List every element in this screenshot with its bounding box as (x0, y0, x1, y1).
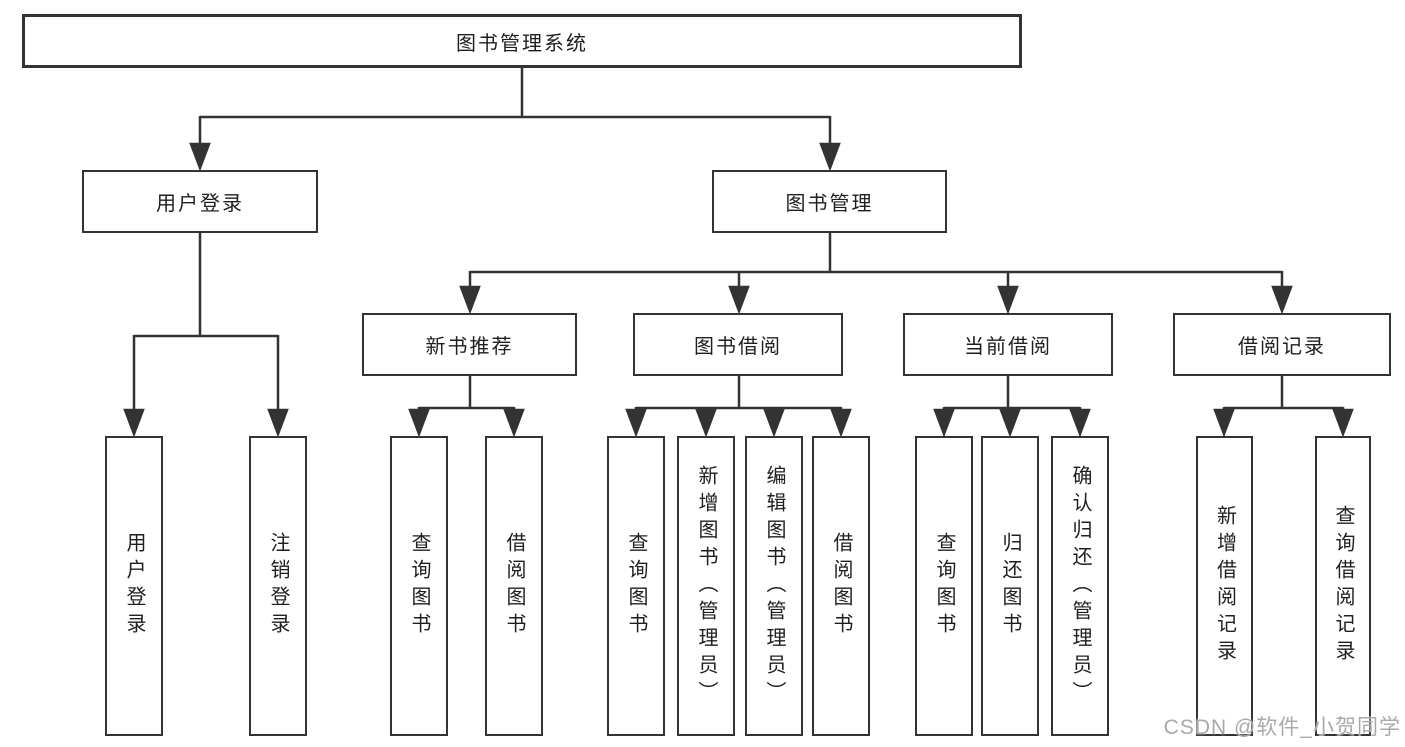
node-label: 借阅记录 (1238, 336, 1326, 358)
leaf-label: 查询图书 (625, 532, 647, 640)
csdn-watermark: CSDN @软件_小贺同学 (1163, 716, 1401, 739)
node-library-management-system: 图书管理系统 (22, 14, 1022, 68)
leaf-label: 新增借阅记录 (1213, 505, 1236, 667)
node-label: 新书推荐 (425, 336, 514, 358)
leaf-query-books-borrowing: 查询图书 (607, 436, 665, 736)
leaf-borrow-books-recommend: 借阅图书 (485, 436, 543, 736)
node-new-book-recommendation: 新书推荐 (362, 313, 577, 376)
node-label: 图书借阅 (694, 336, 782, 358)
leaf-label: 查询借阅记录 (1332, 505, 1354, 667)
leaf-label: 借阅图书 (830, 532, 852, 640)
leaf-add-book-admin: 新增图书（管理员） (677, 436, 735, 736)
leaf-return-books: 归还图书 (981, 436, 1039, 736)
leaf-label: 查询图书 (408, 532, 430, 640)
leaf-query-borrow-record: 查询借阅记录 (1315, 436, 1371, 736)
connector-book-management-to-level2 (459, 233, 1293, 315)
connector-user-login-branch (123, 233, 289, 438)
leaf-label: 注销登录 (267, 532, 289, 640)
leaf-label: 用户登录 (123, 532, 145, 640)
node-current-borrowing: 当前借阅 (903, 313, 1113, 376)
leaf-label: 归还图书 (999, 532, 1021, 640)
leaf-logout: 注销登录 (249, 436, 307, 736)
leaf-label: 新增图书（管理员） (695, 464, 717, 708)
leaf-user-login: 用户登录 (105, 436, 163, 736)
leaf-label: 编辑图书（管理员） (763, 464, 785, 708)
node-label: 图书管理系统 (456, 32, 588, 55)
leaf-add-borrow-record: 新增借阅记录 (1196, 436, 1253, 736)
connector-book-borrowing-branch (625, 376, 852, 438)
leaf-borrow-books-borrowing: 借阅图书 (812, 436, 870, 736)
node-label: 用户登录 (156, 193, 244, 215)
node-label: 当前借阅 (964, 336, 1052, 358)
leaf-edit-book-admin: 编辑图书（管理员） (745, 436, 803, 736)
leaf-query-books-recommend: 查询图书 (390, 436, 448, 736)
connector-current-borrowing-branch (933, 376, 1091, 438)
node-book-management: 图书管理 (712, 170, 947, 233)
leaf-query-books-current: 查询图书 (915, 436, 973, 736)
node-book-borrowing: 图书借阅 (633, 313, 843, 376)
node-user-login: 用户登录 (82, 170, 318, 233)
node-label: 图书管理 (785, 193, 874, 215)
leaf-label: 查询图书 (933, 532, 955, 640)
connector-new-books-branch (408, 376, 525, 438)
leaf-label: 确认归还（管理员） (1069, 464, 1091, 708)
connector-root-to-level1 (189, 68, 841, 172)
node-borrowing-records: 借阅记录 (1173, 313, 1391, 376)
connector-borrowing-records-branch (1213, 376, 1354, 438)
leaf-confirm-return-admin: 确认归还（管理员） (1051, 436, 1109, 736)
leaf-label: 借阅图书 (503, 532, 525, 640)
